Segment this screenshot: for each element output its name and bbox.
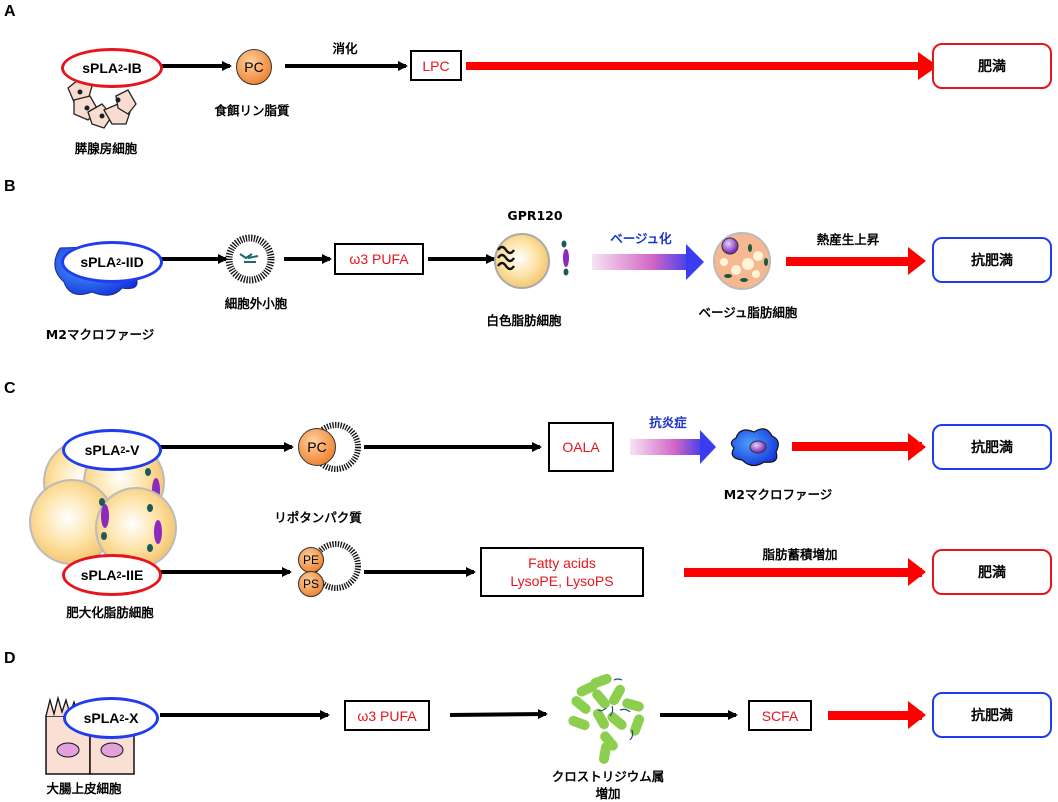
lyso-pe-ps-text: LysoPE, LysoPS bbox=[510, 573, 614, 589]
panel-label-d: D bbox=[4, 650, 16, 667]
white-adipocyte-icon bbox=[494, 233, 569, 289]
digestion-label: 消化 bbox=[332, 41, 358, 56]
pc-molecule: PC bbox=[236, 49, 272, 85]
red-arrow-beige-to-anti-obesity bbox=[786, 247, 926, 275]
obesity-outcome-c: 肥満 bbox=[932, 549, 1052, 595]
m2-macrophage-label-c: M2マクロファージ bbox=[723, 487, 833, 502]
ps-molecule: PS bbox=[298, 571, 324, 597]
red-arrow-scfa-to-anti-obesity bbox=[828, 701, 926, 729]
enzyme-name: sPLA bbox=[80, 254, 117, 270]
red-arrow-lpc-to-obesity bbox=[466, 52, 938, 80]
arrow-pufa-to-bacteria bbox=[449, 709, 548, 720]
m2-macrophage-label: M2マクロファージ bbox=[45, 327, 155, 342]
enzyme-suffix: -IID bbox=[121, 254, 144, 270]
enzyme-name: sPLA bbox=[84, 442, 121, 458]
extracellular-vesicle-label: 細胞外小胞 bbox=[224, 296, 288, 311]
pc-molecule-c: PC bbox=[298, 428, 336, 466]
enzyme-name: sPLA bbox=[83, 710, 120, 726]
enzyme-name: sPLA bbox=[80, 567, 117, 583]
beiging-label: ベージュ化 bbox=[610, 231, 672, 246]
gpr120-receptor-icon bbox=[497, 245, 515, 271]
enzyme-subscript: 2 bbox=[120, 445, 126, 455]
beige-gradient-arrow bbox=[592, 244, 704, 280]
omega3-pufa-box-b: ω3 PUFA bbox=[334, 243, 424, 275]
red-arrow-fatty-acids-to-obesity bbox=[684, 558, 926, 586]
beige-adipocyte-icon bbox=[713, 232, 771, 290]
enzyme-suffix: -V bbox=[125, 442, 140, 458]
panel-label-a: A bbox=[4, 3, 16, 20]
acinar-cells-icon bbox=[67, 79, 137, 129]
scfa-box: SCFA bbox=[748, 700, 812, 731]
red-arrow-m2-to-anti-obesity bbox=[792, 433, 926, 461]
panel-label-b: B bbox=[4, 178, 16, 195]
panel-label-c: C bbox=[4, 380, 16, 397]
pancreatic-acinar-cell-label: 膵腺房細胞 bbox=[74, 141, 138, 156]
enzyme-name: sPLA bbox=[82, 60, 119, 76]
fatty-acids-text: Fatty acids bbox=[528, 555, 596, 571]
anti-obesity-outcome-b: 抗肥満 bbox=[932, 237, 1052, 283]
beige-adipocyte-label: ベージュ脂肪細胞 bbox=[698, 305, 798, 320]
clostridium-bacteria-icon bbox=[568, 673, 645, 764]
lpc-box: LPC bbox=[410, 50, 462, 81]
anti-inflammation-label: 抗炎症 bbox=[649, 415, 687, 430]
fat-accumulation-label: 脂肪蓄積増加 bbox=[762, 547, 838, 562]
anti-inflammation-gradient-arrow bbox=[630, 430, 716, 464]
hypertrophic-adipocyte-label: 肥大化脂肪細胞 bbox=[66, 605, 154, 620]
enzyme-subscript: 2 bbox=[116, 570, 122, 580]
dietary-phospholipid-label: 食餌リン脂質 bbox=[214, 103, 290, 118]
obesity-outcome-a: 肥満 bbox=[932, 43, 1052, 89]
enzyme-suffix: -IIE bbox=[121, 567, 144, 583]
lipoprotein-label: リポタンパク質 bbox=[274, 510, 362, 525]
clostridium-label: クロストリジウム属 bbox=[551, 769, 665, 784]
enzyme-suffix: -X bbox=[124, 710, 139, 726]
omega3-pufa-box-d: ω3 PUFA bbox=[344, 700, 430, 731]
gpr120-label: GPR120 bbox=[507, 208, 563, 223]
enzyme-subscript: 2 bbox=[116, 257, 122, 267]
colon-epithelial-cell-label: 大腸上皮細胞 bbox=[46, 781, 122, 796]
anti-obesity-outcome-c: 抗肥満 bbox=[932, 424, 1052, 470]
oa-text: OA bbox=[562, 439, 583, 455]
m2-macrophage-icon-c bbox=[730, 428, 779, 467]
pe-molecule: PE bbox=[298, 547, 324, 573]
extracellular-vesicle-icon bbox=[225, 234, 275, 284]
increase-label: 増加 bbox=[595, 786, 621, 801]
la-text: LA bbox=[582, 439, 600, 455]
thermogenesis-label: 熱産生上昇 bbox=[816, 232, 880, 247]
enzyme-subscript: 2 bbox=[118, 63, 124, 73]
white-adipocyte-label: 白色脂肪細胞 bbox=[486, 313, 562, 328]
anti-obesity-outcome-d: 抗肥満 bbox=[932, 692, 1052, 738]
enzyme-subscript: 2 bbox=[119, 713, 125, 723]
enzyme-suffix: -IB bbox=[123, 60, 142, 76]
